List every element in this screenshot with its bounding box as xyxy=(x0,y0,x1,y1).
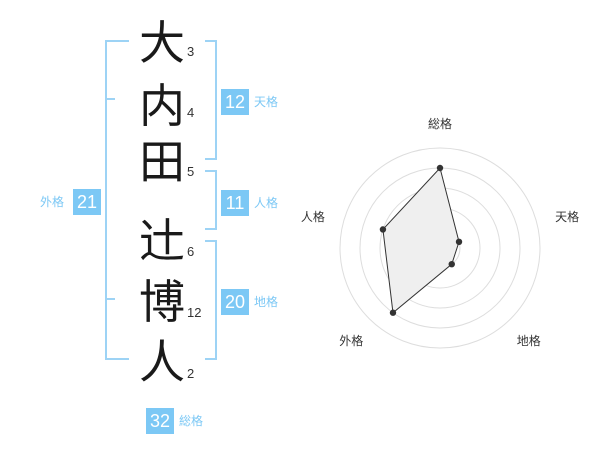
chikaku-bracket xyxy=(205,240,217,360)
jinkaku-label: 人格 xyxy=(254,196,279,210)
radar-series-area xyxy=(382,166,460,314)
name-char-4: 辻 xyxy=(139,214,185,268)
jinkaku-value-badge: 11 xyxy=(221,190,249,216)
radar-ring xyxy=(339,147,541,349)
tenkaku-label: 天格 xyxy=(254,95,279,109)
radar-axis-label-1: 総格 xyxy=(428,116,452,131)
stroke-count-1: 3 xyxy=(187,44,195,59)
gaikaku-bracket xyxy=(105,40,129,360)
name-char-1: 大 xyxy=(139,16,185,70)
radar-axis-label-2: 天格 xyxy=(555,209,579,224)
gaikaku-bracket-tick xyxy=(105,98,115,100)
name-char-3: 田 xyxy=(139,135,185,189)
tenkaku-bracket xyxy=(205,40,217,160)
stroke-count-2: 4 xyxy=(187,105,195,120)
radar-point-4 xyxy=(389,309,397,316)
radar-axis-label-5: 人格 xyxy=(301,209,325,224)
radar-point-3 xyxy=(448,260,455,268)
radar-point-2 xyxy=(455,238,463,246)
gaikaku-value-badge: 21 xyxy=(73,189,101,215)
soukaku-label: 総格 xyxy=(179,414,204,428)
chikaku-value-badge: 20 xyxy=(221,289,249,315)
tenkaku-value-badge: 12 xyxy=(221,89,249,115)
stroke-count-4: 6 xyxy=(187,244,195,259)
stroke-count-5: 12 xyxy=(187,305,202,320)
gaikaku-label: 外格 xyxy=(40,195,65,209)
radar-axis-label-4: 外格 xyxy=(339,333,363,348)
name-char-5: 博 xyxy=(139,275,185,329)
name-char-6: 人 xyxy=(139,335,185,389)
gaikaku-bracket-tick xyxy=(105,298,115,300)
chikaku-label: 地格 xyxy=(254,295,279,309)
stroke-count-6: 2 xyxy=(187,366,195,381)
radar-axis-label-3: 地格 xyxy=(517,333,541,348)
radar-point-1 xyxy=(436,164,444,172)
name-char-2: 内 xyxy=(139,79,185,133)
jinkaku-bracket xyxy=(205,170,217,230)
stroke-count-3: 5 xyxy=(187,164,195,179)
soukaku-value-badge: 32 xyxy=(146,408,174,434)
radar-point-5 xyxy=(379,226,387,233)
